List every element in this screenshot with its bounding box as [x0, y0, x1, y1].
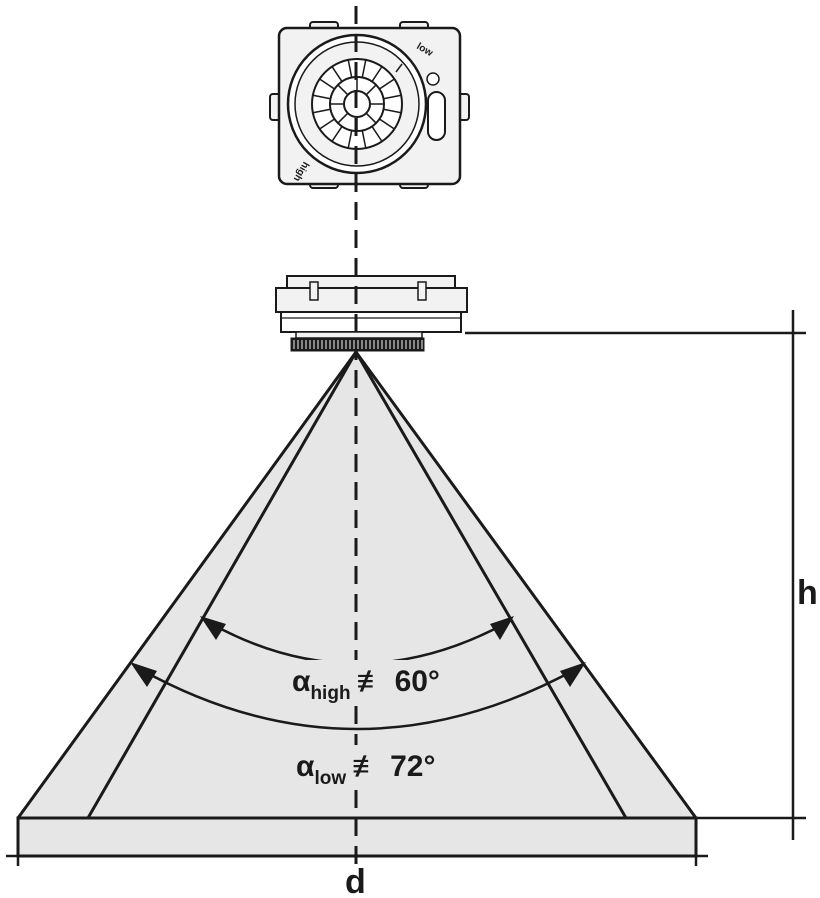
- lens-segment-line: [361, 59, 367, 78]
- alpha-high-text: αhigh ≢60°: [292, 665, 440, 704]
- angle-value-high: 60°: [395, 665, 440, 698]
- lens-segment-line: [312, 94, 331, 100]
- lens-segment-line: [331, 126, 343, 142]
- lens-segment-line: [379, 78, 395, 90]
- side-lower-body: [280, 311, 462, 333]
- alpha-sub-low: low: [314, 768, 346, 789]
- label-bg-high: [286, 660, 426, 700]
- lens-grille-teeth: [293, 340, 423, 349]
- relation-high: ≢: [357, 665, 387, 698]
- arrowhead-high-left: [200, 616, 226, 640]
- arrowhead-low-left: [130, 662, 157, 687]
- angle-value-low: 72°: [390, 750, 435, 783]
- relation-low: ≢: [352, 750, 382, 783]
- arc-low: [137, 666, 579, 731]
- side-pin-right: [417, 281, 427, 301]
- arrowhead-high-right: [490, 616, 514, 640]
- detection-cone: [16, 350, 698, 820]
- lens-segment-line: [365, 84, 377, 96]
- lens-segment-line: [331, 66, 343, 82]
- lens-segment-line: [371, 66, 383, 82]
- alpha-symbol-high: α: [292, 665, 311, 698]
- height-dimension: [465, 310, 806, 840]
- lens-segment-line: [312, 108, 331, 114]
- diameter-label: d: [345, 863, 366, 898]
- label-alpha-low: αlow ≢72°: [290, 745, 436, 789]
- lens-segment-line: [319, 118, 335, 130]
- lens-segment-line: [337, 84, 349, 96]
- led-indicator: [426, 72, 440, 86]
- lens-segment-line: [371, 126, 383, 142]
- lens-segment-line: [383, 108, 402, 114]
- inner-cone-left-edge: [86, 351, 358, 819]
- side-base: [295, 331, 423, 339]
- lens-segment-line: [337, 112, 349, 124]
- lens-segment-line: [361, 130, 367, 149]
- lens-segment-line: [379, 118, 395, 130]
- height-label: h: [797, 574, 818, 612]
- alpha-symbol-low: α: [296, 750, 315, 783]
- side-pin-left: [309, 281, 319, 301]
- lens-segment-line: [319, 78, 335, 90]
- label-bg-low: [290, 745, 424, 785]
- inner-cone-right-edge: [354, 351, 628, 819]
- alpha-sub-high: high: [310, 683, 350, 704]
- ring-pointer: [395, 63, 403, 73]
- lens-segment-line: [383, 94, 402, 100]
- alpha-low-text: αlow ≢72°: [296, 750, 436, 789]
- label-alpha-high: αhigh ≢60°: [286, 660, 440, 704]
- side-upper-body: [275, 287, 468, 313]
- sensor-side-view: [275, 275, 468, 352]
- sensitivity-slot: [427, 91, 446, 141]
- lens-segment-line: [365, 112, 377, 124]
- arc-arrowheads: [130, 616, 586, 687]
- lens-segment-line: [347, 59, 353, 78]
- lens-segment-line: [347, 130, 353, 149]
- sensor-front-view: low high: [269, 21, 470, 189]
- lens-segments: [312, 59, 402, 149]
- arrowhead-low-right: [560, 662, 586, 687]
